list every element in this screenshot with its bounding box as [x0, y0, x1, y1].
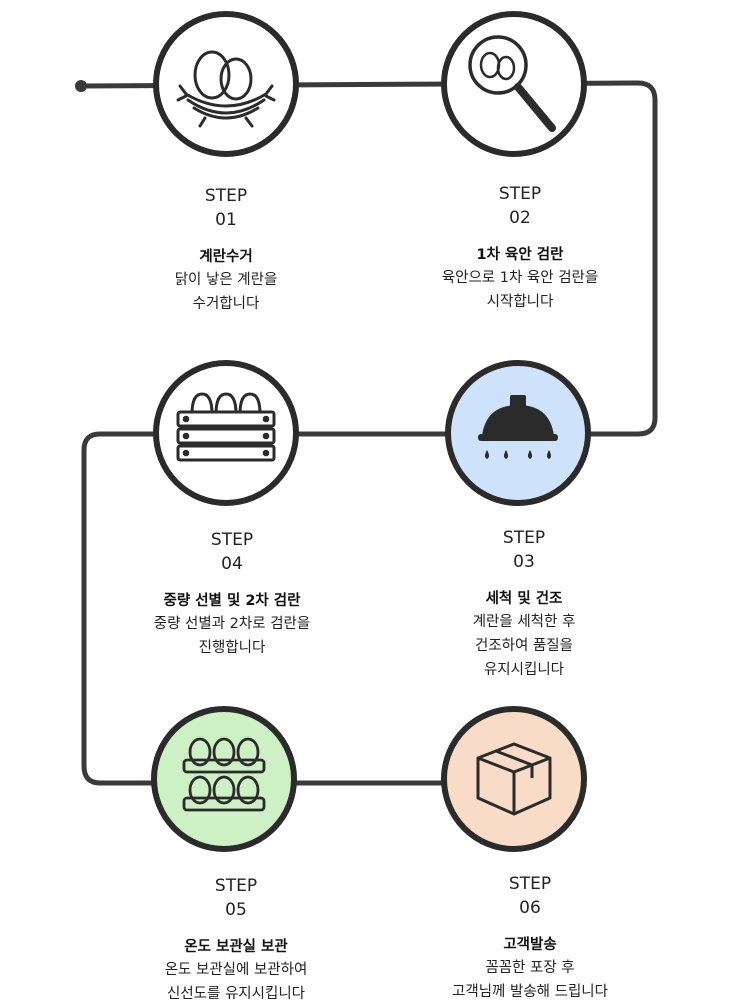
step-02-circle [441, 11, 587, 157]
step-desc-line: 신선도를 유지시킵니다 [166, 986, 305, 1002]
step-02-text: STEP 02 1차 육안 검란 육안으로 1차 육안 검란을 시작합니다 [400, 182, 640, 314]
step-number: 05 [225, 900, 247, 920]
step-05-text: STEP 05 온도 보관실 보관 온도 보관실에 보관하여 신선도를 유지시킵… [116, 874, 356, 1006]
step-title: 계란수거 [199, 249, 253, 265]
step-title: 중량 선별 및 2차 검란 [163, 593, 301, 609]
step-label: STEP [498, 184, 542, 204]
step-06-text: STEP 06 고객발송 꼼꼼한 포장 후 고객님께 발송해 드립니다 [410, 872, 650, 1004]
step-desc-line: 닭이 낳은 계란을 [174, 272, 278, 288]
step-desc-line: 육안으로 1차 육안 검란을 [441, 270, 599, 286]
step-desc-line: 시작합니다 [486, 294, 554, 310]
step-label: STEP [204, 186, 248, 206]
step-desc-line: 건조하여 품질을 [475, 638, 573, 654]
step-06-node [441, 706, 587, 852]
magnifier-egg-icon [468, 35, 556, 132]
step-desc-line: 수거합니다 [192, 296, 260, 312]
step-title: 세척 및 건조 [485, 591, 563, 607]
step-03-node [445, 360, 591, 506]
start-dot [75, 80, 87, 92]
step-desc-line: 고객님께 발송해 드립니다 [452, 984, 608, 1000]
step-label: STEP [210, 530, 254, 550]
step-desc-line: 진행합니다 [198, 640, 266, 656]
step-04-node [153, 360, 299, 506]
step-number: 02 [509, 208, 531, 228]
step-label: STEP [502, 528, 546, 548]
step-title: 고객발송 [503, 937, 557, 953]
step-05-circle [151, 706, 297, 852]
step-desc-line: 유지시킵니다 [483, 662, 565, 678]
egg-tray-icon [182, 737, 266, 812]
connector-line [78, 80, 658, 786]
step-02-node [441, 11, 587, 157]
step-number: 03 [513, 552, 535, 572]
step-number: 04 [221, 554, 243, 574]
step-desc-line: 계란을 세척한 후 [472, 614, 576, 630]
step-01-text: STEP 01 계란수거 닭이 낳은 계란을 수거합니다 [106, 184, 346, 316]
step-title: 1차 육안 검란 [476, 247, 564, 263]
box-icon [476, 742, 552, 816]
step-04-text: STEP 04 중량 선별 및 2차 검란 중량 선별과 2차로 검란을 진행합… [112, 528, 352, 660]
step-title: 온도 보관실 보관 [184, 939, 288, 955]
step-desc-line: 중량 선별과 2차로 검란을 [153, 616, 311, 632]
step-desc-line: 꼼꼼한 포장 후 [485, 960, 575, 976]
step-01-circle [153, 11, 299, 157]
step-number: 06 [519, 898, 541, 918]
step-number: 01 [215, 210, 237, 230]
step-01-node [153, 11, 299, 157]
step-03-text: STEP 03 세척 및 건조 계란을 세척한 후 건조하여 품질을 유지시킵니… [404, 526, 644, 682]
step-desc-line: 온도 보관실에 보관하여 [164, 962, 308, 978]
shower-icon [478, 395, 558, 459]
step-05-node [151, 706, 297, 852]
step-label: STEP [214, 876, 258, 896]
egg-nest-icon [176, 50, 276, 128]
egg-crate-icon [176, 392, 276, 462]
step-label: STEP [508, 874, 552, 894]
